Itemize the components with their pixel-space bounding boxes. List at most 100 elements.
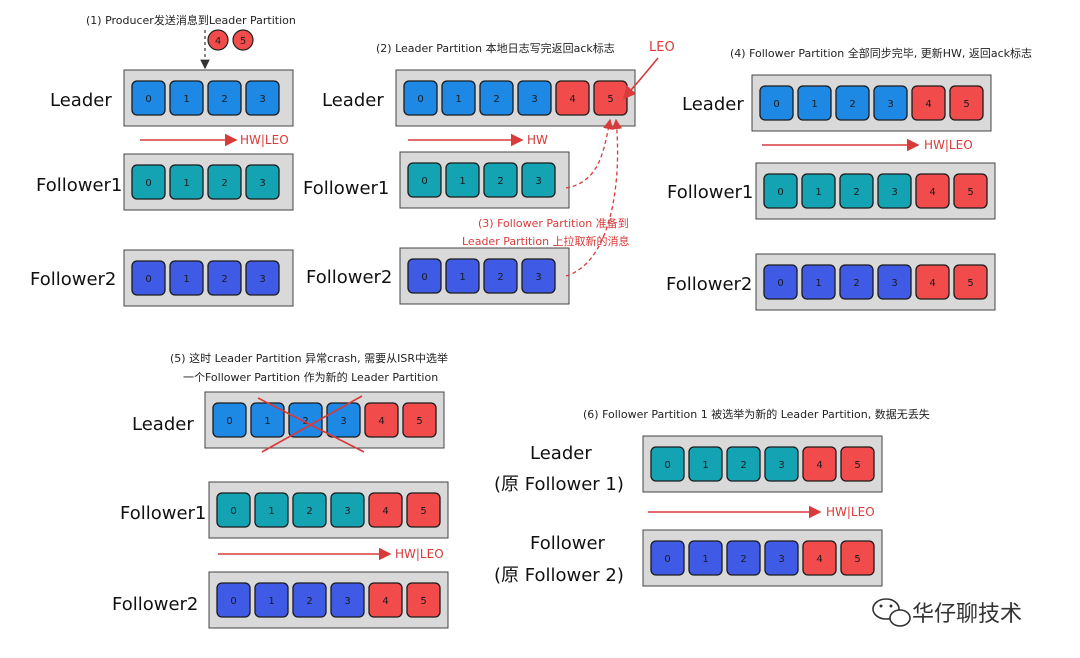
s5-follower1-offset-0-cell	[216, 492, 251, 528]
s6-new-leader-offset-2-cell	[726, 446, 761, 482]
s1-follower2-offset-2-label: 2	[221, 274, 227, 285]
s5-follower2-offset-0-label: 0	[230, 596, 236, 607]
s5-leader-offset-0-cell	[212, 402, 247, 438]
follower2-fetch-arrow	[565, 118, 623, 277]
s2-follower2-offset-2-cell	[483, 258, 518, 294]
caption-step5-line1: (5) 这时 Leader Partition 异常crash, 需要从ISR中…	[170, 352, 449, 365]
s1-leader-offset-1-label: 1	[183, 94, 189, 105]
s1-leader-offset-0-label: 0	[145, 94, 151, 105]
watermark-text: 华仔聊技术	[912, 602, 1023, 627]
label-leader-s2: Leader	[322, 90, 384, 111]
s1-follower2-offset-3-cell	[245, 260, 280, 296]
s2-follower2-offset-1-label: 1	[459, 272, 465, 283]
label-follower2-s1: Follower2	[30, 269, 117, 290]
s1-follower2-offset-2-cell	[207, 260, 242, 296]
s2-follower2-offset-3-label: 3	[535, 272, 541, 283]
s2-follower2-offset-2-label: 2	[497, 272, 503, 283]
caption-step3-line1: (3) Follower Partition 准备到	[478, 217, 629, 230]
s6-new-leader-offset-3-label: 3	[778, 460, 784, 471]
wechat-logo-icon	[872, 598, 911, 627]
s5-leader-offset-4-label: 4	[378, 416, 384, 427]
caption-step3-line2: Leader Partition 上拉取新的消息	[462, 235, 630, 248]
s4-follower2-offset-0-cell	[763, 264, 798, 300]
s6-new-leader-offset-5-cell	[840, 446, 875, 482]
s4-leader-offset-2-cell	[835, 85, 870, 121]
s5-follower2-offset-2-cell	[292, 582, 327, 618]
label-new-leader-line1: Leader	[530, 443, 592, 464]
s4-follower2-offset-1-label: 1	[815, 278, 821, 289]
s4-follower2-offset-5-cell	[953, 264, 988, 300]
s2-leader-offset-0-label: 0	[417, 94, 423, 105]
s4-leader-offset-3-cell	[873, 85, 908, 121]
s1-follower1-offset-0-label: 0	[145, 178, 151, 189]
producer-message-4: 4	[207, 29, 229, 51]
s2-follower1-offset-1-cell	[445, 162, 480, 198]
label-new-follower-line1: Follower	[530, 533, 605, 554]
s4-follower1-offset-0-label: 0	[777, 187, 783, 198]
s4-follower2-offset-3-label: 3	[891, 278, 897, 289]
label-follower1-s2: Follower1	[303, 178, 390, 199]
s5-follower2-offset-1-cell	[254, 582, 289, 618]
s2-follower2-offset-1-cell	[445, 258, 480, 294]
s1-follower2-offset-1-cell	[169, 260, 204, 296]
s2-follower1-offset-1-label: 1	[459, 176, 465, 187]
s4-follower2-offset-2-cell	[839, 264, 874, 300]
label-leader-s1: Leader	[50, 90, 112, 111]
s4-leader-offset-4-label: 4	[925, 99, 931, 110]
s1-follower2-offset-3-label: 3	[259, 274, 265, 285]
s5-follower1-offset-1-label: 1	[268, 506, 274, 517]
s5-follower1-offset-1-cell	[254, 492, 289, 528]
s4-follower1-offset-4-cell	[915, 173, 950, 209]
caption-step6: (6) Follower Partition 1 被选举为新的 Leader P…	[583, 408, 930, 421]
s6-new-leader-offset-1-label: 1	[702, 460, 708, 471]
s5-leader-offset-5-label: 5	[416, 416, 422, 427]
s2-leader-offset-2-label: 2	[493, 94, 499, 105]
s6-new-leader-offset-0-label: 0	[664, 460, 670, 471]
s4-follower2-offset-0-label: 0	[777, 278, 783, 289]
s5-follower2-offset-2-label: 2	[306, 596, 312, 607]
label-follower1-s5: Follower1	[120, 503, 207, 524]
s6-new-leader-offset-1-cell	[688, 446, 723, 482]
s4-leader-offset-5-cell	[949, 85, 984, 121]
s4-follower2-offset-4-cell	[915, 264, 950, 300]
s1-follower1-offset-2-label: 2	[221, 178, 227, 189]
s6-new-leader-offset-5-label: 5	[854, 460, 860, 471]
s5-follower1-offset-4-label: 4	[382, 506, 388, 517]
s5-follower2-offset-5-cell	[406, 582, 441, 618]
s1-follower1-offset-2-cell	[207, 164, 242, 200]
s6-new-follower-offset-2-cell	[726, 540, 761, 576]
s4-follower1-offset-3-cell	[877, 173, 912, 209]
s4-leader-offset-2-label: 2	[849, 99, 855, 110]
label-follower1-s1: Follower1	[36, 175, 123, 196]
s1-leader-offset-2-cell	[207, 80, 242, 116]
s4-follower1-offset-3-label: 3	[891, 187, 897, 198]
s1-follower1-offset-3-cell	[245, 164, 280, 200]
s5-follower1-offset-3-cell	[330, 492, 365, 528]
s6-new-leader-offset-0-cell	[650, 446, 685, 482]
s4-leader-offset-5-label: 5	[963, 99, 969, 110]
s4-follower1-offset-4-label: 4	[929, 187, 935, 198]
s2-follower2-offset-3-cell	[521, 258, 556, 294]
s4-leader-offset-1-cell	[797, 85, 832, 121]
s5-follower2-offset-5-label: 5	[420, 596, 426, 607]
s5-follower2-offset-1-label: 1	[268, 596, 274, 607]
s2-follower1-offset-0-label: 0	[421, 176, 427, 187]
s2-leader-offset-1-cell	[441, 80, 476, 116]
s6-new-follower-offset-2-label: 2	[740, 554, 746, 565]
s5-follower1-offset-2-label: 2	[306, 506, 312, 517]
hw-leo-marker-s6: HW|LEO	[826, 505, 875, 519]
hw-leo-marker-s5: HW|LEO	[395, 547, 444, 561]
leo-pointer-arrow	[622, 57, 659, 100]
s5-follower1-offset-5-cell	[406, 492, 441, 528]
s4-leader-offset-3-label: 3	[887, 99, 893, 110]
s1-follower2-offset-0-label: 0	[145, 274, 151, 285]
caption-step5-line2: 一个Follower Partition 作为新的 Leader Partiti…	[183, 371, 439, 384]
s5-leader-offset-3-label: 3	[340, 416, 346, 427]
s2-leader-offset-4-label: 4	[569, 94, 575, 105]
s2-follower1-offset-3-cell	[521, 162, 556, 198]
s5-leader-offset-4-cell	[364, 402, 399, 438]
s6-new-follower-offset-3-cell	[764, 540, 799, 576]
s1-leader-offset-0-cell	[131, 80, 166, 116]
s2-follower1-offset-0-cell	[407, 162, 442, 198]
hw-marker-s2: HW	[527, 133, 548, 147]
